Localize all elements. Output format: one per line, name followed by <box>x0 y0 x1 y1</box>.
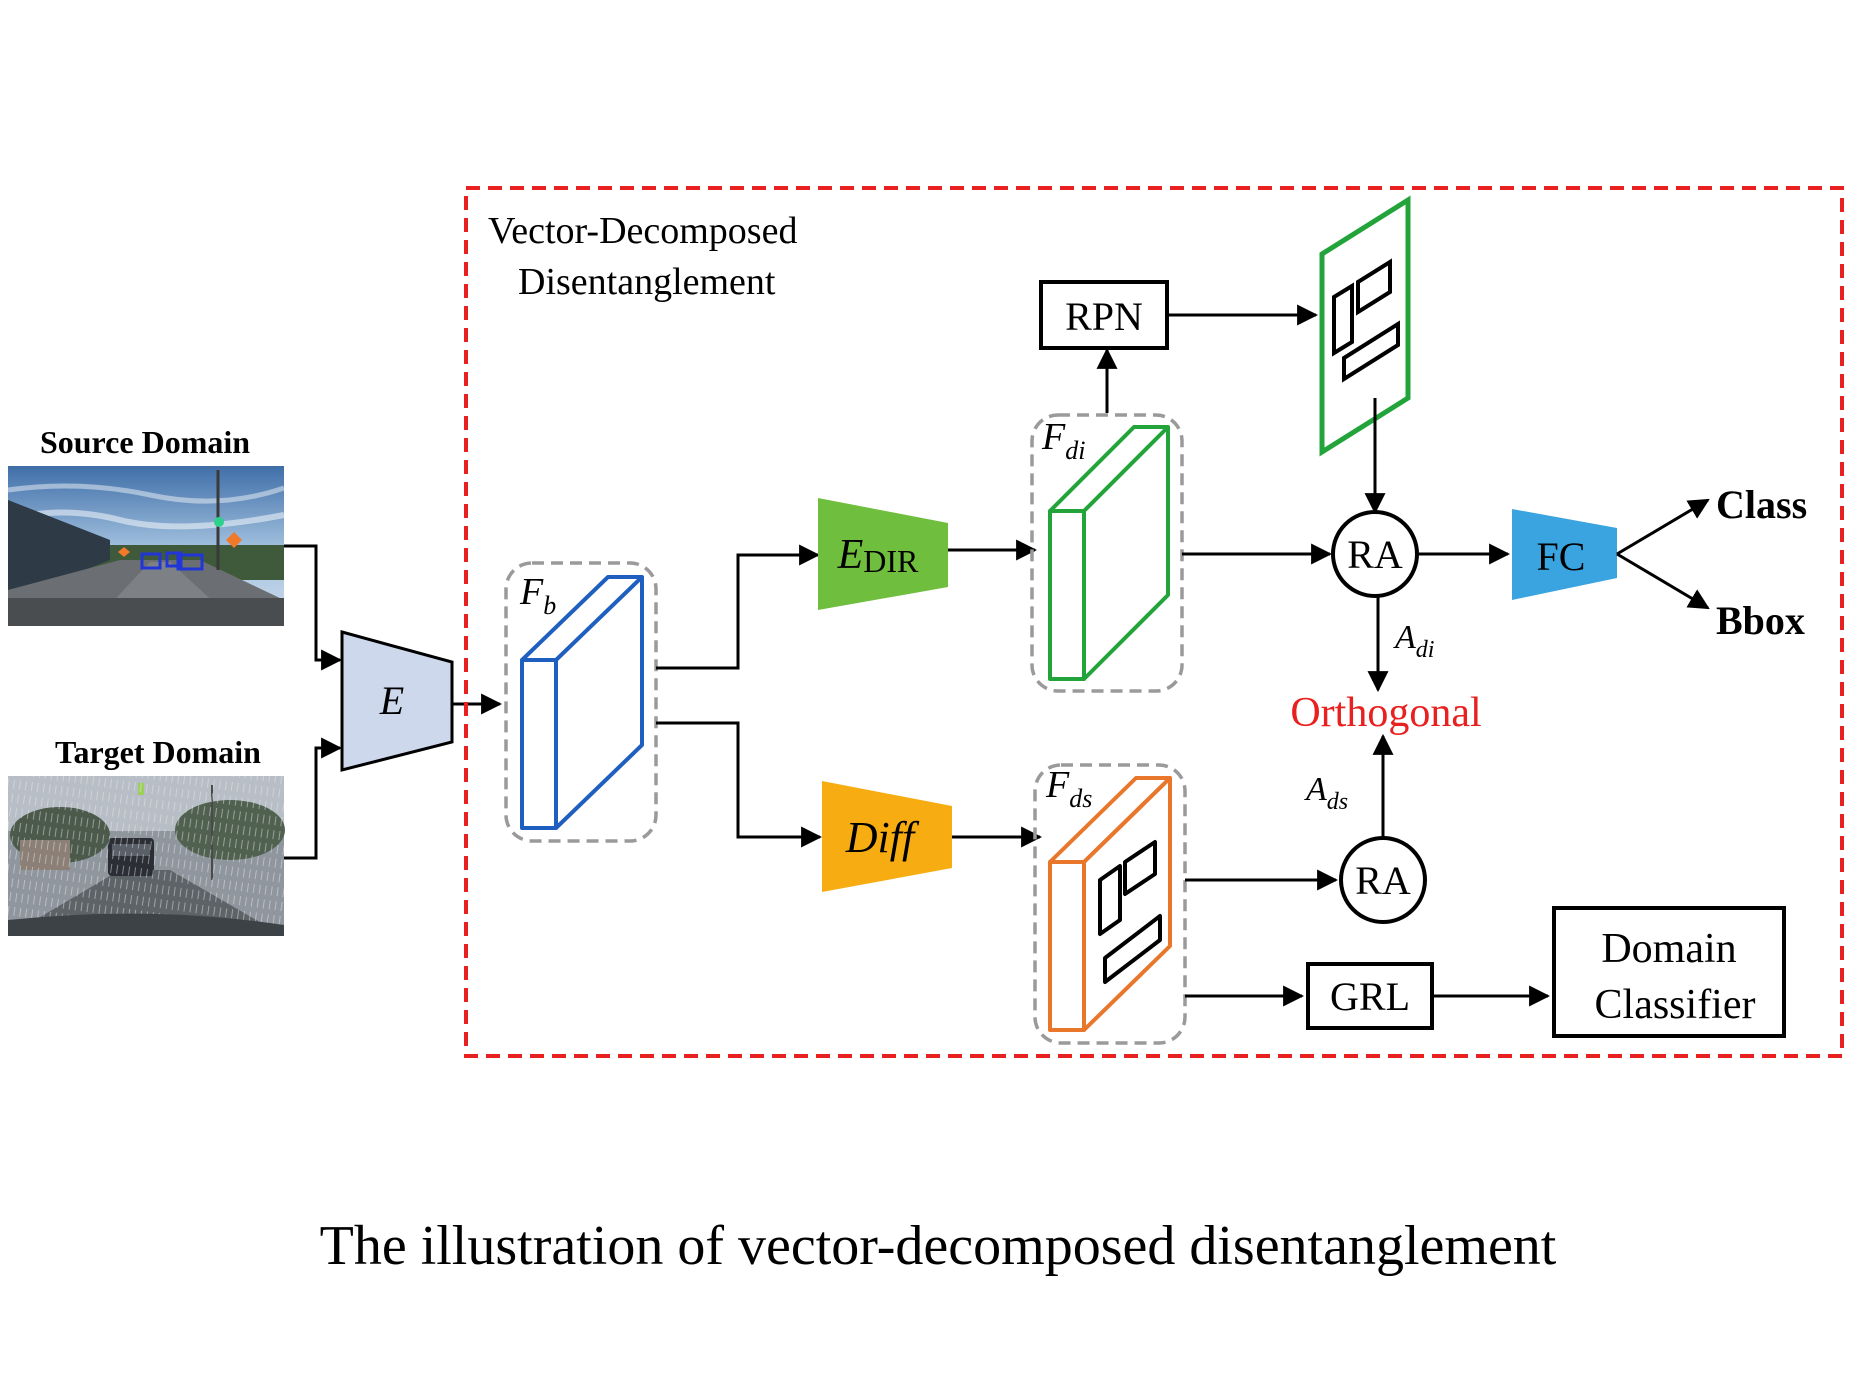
ra-top-label: RA <box>1347 532 1403 577</box>
region-title-line2: Disentanglement <box>518 261 776 303</box>
fc-to-bbox-arrow <box>1616 552 1710 610</box>
region-proposals-panel <box>1319 195 1411 457</box>
grl-label: GRL <box>1330 974 1410 1019</box>
target-domain-image <box>8 776 285 936</box>
orthogonal-label: Orthogonal <box>1290 690 1481 736</box>
fb-to-edir-arrow <box>656 544 821 670</box>
rpn-box <box>1039 280 1169 350</box>
encoder-block <box>340 630 454 772</box>
fds-dashed-box <box>1033 763 1187 1045</box>
edir-label: EDIR <box>837 532 919 579</box>
fc-label: FC <box>1537 534 1586 579</box>
encoder-label: E <box>379 678 404 723</box>
class-output-label: Class <box>1716 482 1807 527</box>
fds-label: Fds <box>1045 764 1092 813</box>
fb-label: Fb <box>519 571 556 620</box>
vector-decomposed-region <box>464 186 1844 1058</box>
diff-label: Diff <box>845 813 920 862</box>
rpn-label: RPN <box>1065 294 1143 339</box>
figure-caption: The illustration of vector-decomposed di… <box>320 1215 1557 1277</box>
edir-block <box>818 498 948 610</box>
bbox-output-label: Bbox <box>1716 598 1805 643</box>
ra-bottom-circle <box>1339 836 1427 924</box>
fdi-label: Fdi <box>1041 416 1085 465</box>
fb-to-diff-arrow <box>656 721 823 848</box>
source-to-encoder-arrow <box>284 544 343 671</box>
fds-cuboid <box>1048 776 1172 1032</box>
target-to-encoder-arrow <box>284 737 343 860</box>
adi-label: Adi <box>1393 619 1434 663</box>
fdi-cuboid <box>1048 425 1170 681</box>
target-domain-label: Target Domain <box>55 734 261 770</box>
fc-block <box>1512 509 1617 600</box>
source-domain-image <box>7 466 285 626</box>
diff-block <box>822 781 952 892</box>
domain-classifier-box <box>1552 906 1786 1038</box>
domain-classifier-line1: Domain <box>1601 926 1736 972</box>
ads-label: Ads <box>1304 771 1348 815</box>
fb-cuboid <box>520 575 644 830</box>
domain-classifier-line2: Classifier <box>1595 982 1756 1028</box>
region-title-line1: Vector-Decomposed <box>488 210 797 252</box>
fc-to-class-arrow <box>1616 498 1710 556</box>
fb-dashed-box <box>504 561 658 843</box>
ra-bottom-label: RA <box>1355 858 1411 903</box>
source-domain-label: Source Domain <box>40 424 250 460</box>
